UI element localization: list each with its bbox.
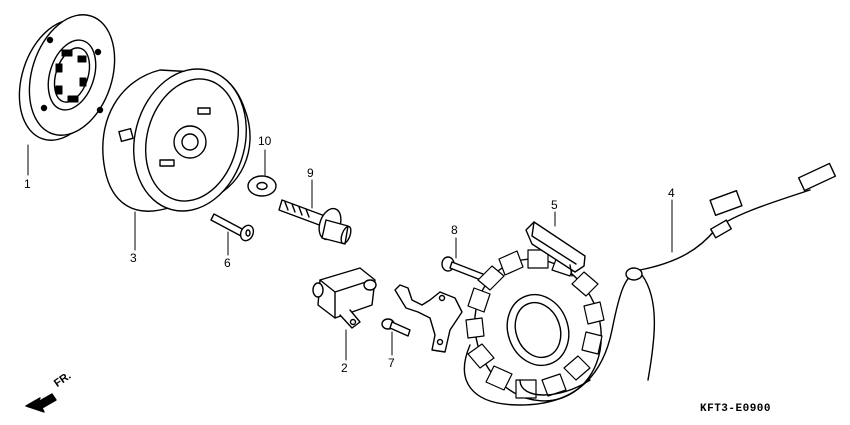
wire-clamp-bracket	[394, 284, 463, 353]
callout-6: 6	[224, 256, 231, 270]
callout-8: 8	[451, 223, 458, 237]
front-direction-arrow-icon	[25, 393, 57, 413]
callout-9: 9	[307, 166, 314, 180]
stator-assembly-part	[463, 162, 837, 406]
callout-3: 3	[130, 251, 137, 265]
starter-clutch-part	[18, 14, 116, 141]
grommet-part	[525, 221, 586, 277]
callout-leaders	[27, 144, 673, 361]
callout-5: 5	[551, 198, 558, 212]
washer-part	[247, 175, 277, 197]
callout-2: 2	[341, 361, 348, 375]
callout-1: 1	[24, 177, 31, 191]
small-bolt-part	[210, 213, 255, 242]
flywheel-part	[102, 68, 251, 212]
callout-10: 10	[258, 134, 272, 148]
diagram-code: KFT3-E0900	[700, 403, 772, 415]
callout-7: 7	[388, 356, 395, 370]
bolt-part-7	[381, 318, 411, 337]
pulse-generator-part	[312, 267, 377, 329]
flange-bolt-part	[278, 199, 352, 245]
callout-4: 4	[668, 186, 675, 200]
